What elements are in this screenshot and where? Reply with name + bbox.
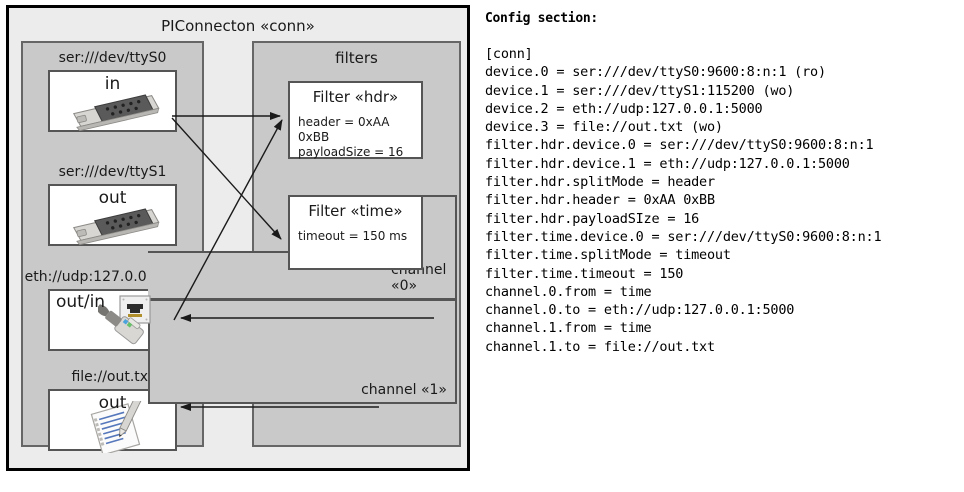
device-group-serial0: ser:///dev/ttyS0 in: [23, 49, 202, 132]
config-line: filter.time.device.0 = ser:///dev/ttyS0:…: [485, 228, 882, 245]
device-label: file://out.txt: [71, 369, 154, 385]
config-line: channel.0.to = eth://udp:127.0.0.1:5000: [485, 302, 795, 319]
config-line: filter.hdr.device.1 = eth://udp:127.0.0.…: [485, 155, 850, 172]
text-file-icon: [90, 401, 142, 453]
device-direction: out: [98, 393, 127, 413]
channel-label: channel «1»: [361, 382, 447, 398]
config-line: filter.hdr.header = 0xAA 0xBB: [485, 192, 715, 209]
ethernet-plug-icon: [98, 295, 151, 345]
filter-title: Filter «hdr»: [312, 88, 399, 106]
config-line: channel.1.to = file://out.txt: [485, 338, 715, 355]
config-line: filter.time.splitMode = timeout: [485, 247, 731, 264]
filter-properties: timeout = 150 ms: [298, 229, 421, 244]
config-line: device.3 = file://out.txt (wo): [485, 119, 723, 136]
config-line: filter.time.timeout = 150: [485, 265, 684, 282]
device-group-eth: eth://udp:127.0.0.1:5000 out/in: [23, 268, 202, 351]
config-heading: Config section:: [485, 11, 598, 26]
filter-box-time[interactable]: Filter «time» timeout = 150 ms: [288, 195, 423, 270]
config-line: device.0 = ser:///dev/ttyS0:9600:8:n:1 (…: [485, 64, 826, 81]
config-line: device.1 = ser:///dev/ttyS1:115200 (wo): [485, 82, 795, 99]
device-direction: out/in: [56, 292, 106, 312]
filter-property: header = 0xAA 0xBB: [298, 115, 390, 144]
config-line: channel.1.from = time: [485, 320, 652, 337]
filter-property: payloadSize = 16: [298, 145, 404, 159]
config-lines: [conn] device.0 = ser:///dev/ttyS0:9600:8…: [485, 45, 960, 356]
device-label: ser:///dev/ttyS1: [58, 164, 167, 180]
device-box-file[interactable]: out: [48, 389, 177, 453]
filter-properties: header = 0xAA 0xBB payloadSize = 16: [298, 115, 421, 160]
filter-property: timeout = 150 ms: [298, 229, 408, 243]
config-line: channel.0.from = time: [485, 283, 652, 300]
filter-title: Filter «time»: [308, 202, 403, 220]
devices-panel: ser:///dev/ttyS0 in: [21, 41, 204, 453]
filters-panel: filters channel «0» channel «1» Filter «…: [148, 41, 461, 447]
config-line: device.2 = eth://udp:127.0.0.1:5000: [485, 100, 763, 117]
component-frame: PIConnecton «conn» ser:///dev/ttyS0 in: [6, 5, 470, 471]
filter-box-hdr[interactable]: Filter «hdr» header = 0xAA 0xBB payloadS…: [288, 81, 423, 159]
device-direction: in: [104, 74, 121, 94]
filters-title: filters: [335, 49, 378, 67]
config-line: [conn]: [485, 46, 533, 62]
config-line: filter.hdr.device.0 = ser:///dev/ttyS0:9…: [485, 137, 874, 154]
device-box-serial0[interactable]: in: [48, 70, 177, 132]
config-line: filter.hdr.payloadSIze = 16: [485, 210, 700, 227]
serial-port-icon: [72, 208, 160, 246]
device-group-file: file://out.txt out: [23, 368, 202, 453]
serial-port-icon: [72, 94, 160, 132]
device-box-eth[interactable]: out/in: [48, 289, 177, 351]
config-section: Config section: [conn] device.0 = ser:///…: [484, 6, 960, 356]
device-group-serial1: ser:///dev/ttyS1 out: [23, 163, 202, 246]
channel-box-1[interactable]: channel «1»: [148, 299, 457, 404]
device-label: ser:///dev/ttyS0: [58, 50, 167, 66]
device-direction: out: [98, 188, 127, 208]
config-line: filter.hdr.splitMode = header: [485, 174, 715, 191]
component-title: PIConnecton «conn»: [161, 17, 315, 35]
device-box-serial1[interactable]: out: [48, 184, 177, 246]
